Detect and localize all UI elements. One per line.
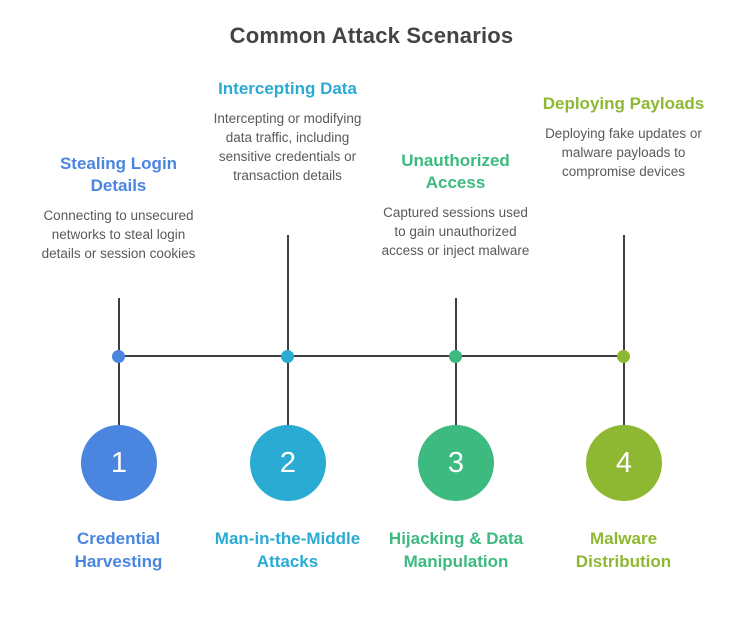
- column-4-axis-dot: [617, 350, 630, 363]
- column-4-label: Malware Distribution: [575, 529, 672, 571]
- column-4: Deploying Payloads Deploying fake update…: [536, 0, 711, 642]
- column-3-heading: Unauthorized Access: [401, 151, 510, 192]
- column-3-axis-dot: [449, 350, 462, 363]
- column-4-text-block: Deploying Payloads Deploying fake update…: [536, 93, 711, 181]
- column-3-connector-line: [455, 298, 457, 430]
- column-2-step-number: 2: [250, 425, 326, 501]
- column-1-connector-line: [118, 298, 120, 430]
- column-4-connector-line: [623, 235, 625, 430]
- column-1-heading: Stealing Login Details: [59, 154, 178, 195]
- column-3-description: Captured sessions used to gain unauthori…: [381, 205, 530, 258]
- column-4-description: Deploying fake updates or malware payloa…: [545, 126, 702, 179]
- column-2-description: Intercepting or modifying data traffic, …: [213, 111, 362, 183]
- column-3: Unauthorized Access Captured sessions us…: [368, 0, 543, 642]
- column-1-text-block: Stealing Login Details Connecting to uns…: [31, 153, 206, 263]
- column-3-text-block: Unauthorized Access Captured sessions us…: [368, 150, 543, 260]
- column-2-heading: Intercepting Data: [218, 79, 357, 98]
- column-3-label: Hijacking & Data Manipulation: [388, 529, 524, 571]
- column-1-axis-dot: [112, 350, 125, 363]
- column-2-axis-dot: [281, 350, 294, 363]
- column-4-step-number: 4: [586, 425, 662, 501]
- column-1: Stealing Login Details Connecting to uns…: [31, 0, 206, 642]
- column-3-step-number: 3: [418, 425, 494, 501]
- column-2-connector-line: [287, 235, 289, 430]
- column-4-heading: Deploying Payloads: [542, 94, 705, 113]
- column-2: Intercepting Data Intercepting or modify…: [200, 0, 375, 642]
- column-1-label: Credential Harvesting: [74, 529, 163, 571]
- column-1-step-number: 1: [81, 425, 157, 501]
- column-2-label: Man-in-the-Middle Attacks: [214, 529, 361, 571]
- column-1-description: Connecting to unsecured networks to stea…: [41, 208, 196, 261]
- column-2-text-block: Intercepting Data Intercepting or modify…: [200, 78, 375, 185]
- timeline-axis: [119, 355, 624, 357]
- page-title: Common Attack Scenarios: [229, 23, 514, 48]
